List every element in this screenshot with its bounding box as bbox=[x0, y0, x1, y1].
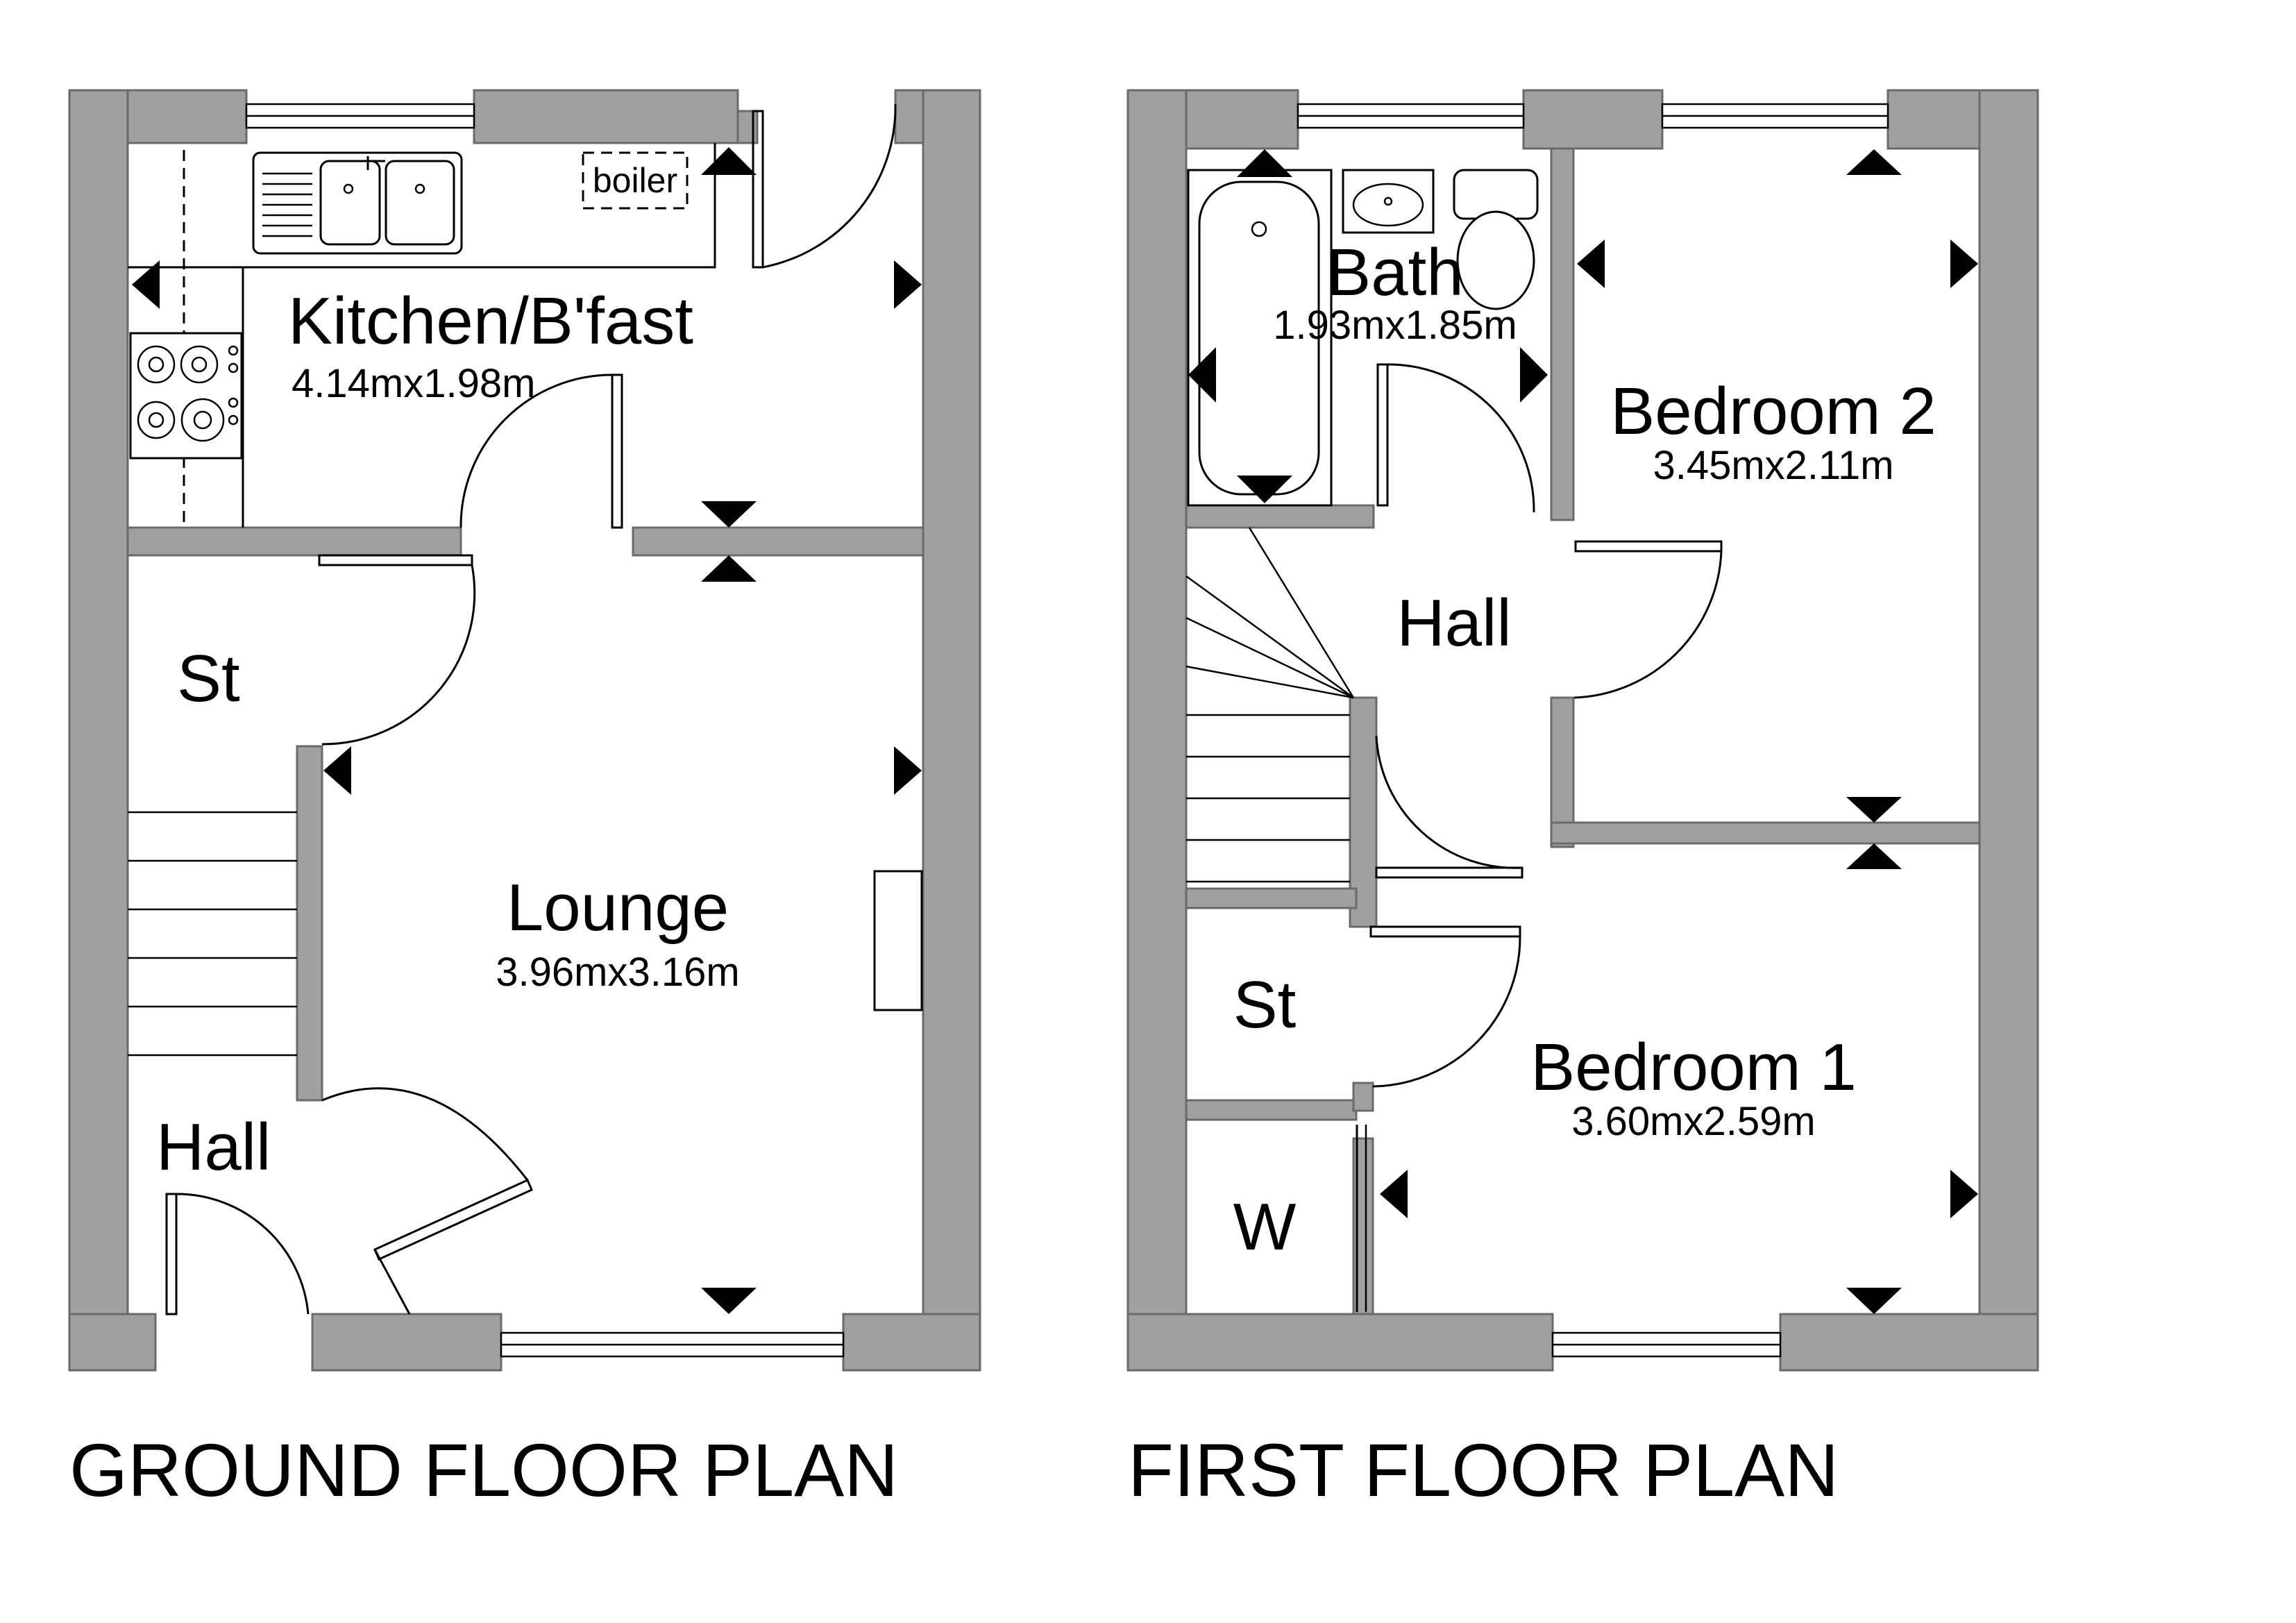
lounge-dimensions: 3.96mx3.16m bbox=[496, 950, 739, 995]
lounge-name: Lounge bbox=[507, 871, 729, 945]
ground-floor-windows bbox=[245, 103, 845, 1358]
first-hall-name: Hall bbox=[1396, 586, 1511, 660]
kitchen-worktops: boiler bbox=[128, 143, 716, 528]
store-name: St bbox=[177, 641, 240, 716]
boiler-outline bbox=[582, 151, 689, 210]
ground-floor-title: GROUND FLOOR PLAN bbox=[69, 1428, 898, 1512]
toilet-icon bbox=[1453, 169, 1539, 310]
hob-icon bbox=[129, 332, 243, 460]
bath-name: Bath bbox=[1326, 235, 1463, 310]
first-floor-doors bbox=[1356, 363, 1723, 1312]
bedroom2-name: Bedroom 2 bbox=[1610, 374, 1936, 448]
measure-arrows-ground bbox=[132, 147, 922, 1314]
ground-floor-walls bbox=[68, 89, 981, 1372]
first-floor-walls bbox=[1126, 89, 2039, 1372]
sink-icon bbox=[252, 151, 463, 255]
bedroom1-name: Bedroom 1 bbox=[1530, 1030, 1857, 1104]
bath-dimensions: 1.93mx1.85m bbox=[1273, 303, 1517, 348]
bedroom1-dimensions: 3.60mx2.59m bbox=[1571, 1099, 1815, 1144]
wardrobe-name: W bbox=[1233, 1190, 1297, 1264]
hall-name: Hall bbox=[156, 1110, 271, 1184]
bedroom2-dimensions: 3.45mx2.11m bbox=[1653, 443, 1893, 488]
ground-floor-stairs bbox=[128, 811, 297, 1057]
washbasin-icon bbox=[1342, 169, 1435, 234]
first-floor-stairs bbox=[1185, 527, 1355, 883]
kitchen-name: Kitchen/B'fast bbox=[288, 284, 693, 358]
ground-floor-doors bbox=[165, 103, 897, 1315]
bathtub-icon bbox=[1187, 169, 1333, 507]
ground-floor-plan: boiler bbox=[68, 89, 981, 1512]
first-floor-windows bbox=[1297, 103, 1889, 1358]
first-floor-plan: Bath 1.93mx1.85m Bedroom 2 3.45mx2.11m H… bbox=[1126, 89, 2039, 1512]
first-floor-title: FIRST FLOOR PLAN bbox=[1128, 1428, 1839, 1512]
first-store-name: St bbox=[1233, 968, 1297, 1042]
measure-arrows-first bbox=[1188, 149, 1978, 1314]
fireplace-icon bbox=[873, 870, 923, 1011]
kitchen-dimensions: 4.14mx1.98m bbox=[292, 361, 535, 406]
bath-fixtures bbox=[1187, 169, 1539, 507]
boiler-label: boiler bbox=[593, 161, 677, 200]
